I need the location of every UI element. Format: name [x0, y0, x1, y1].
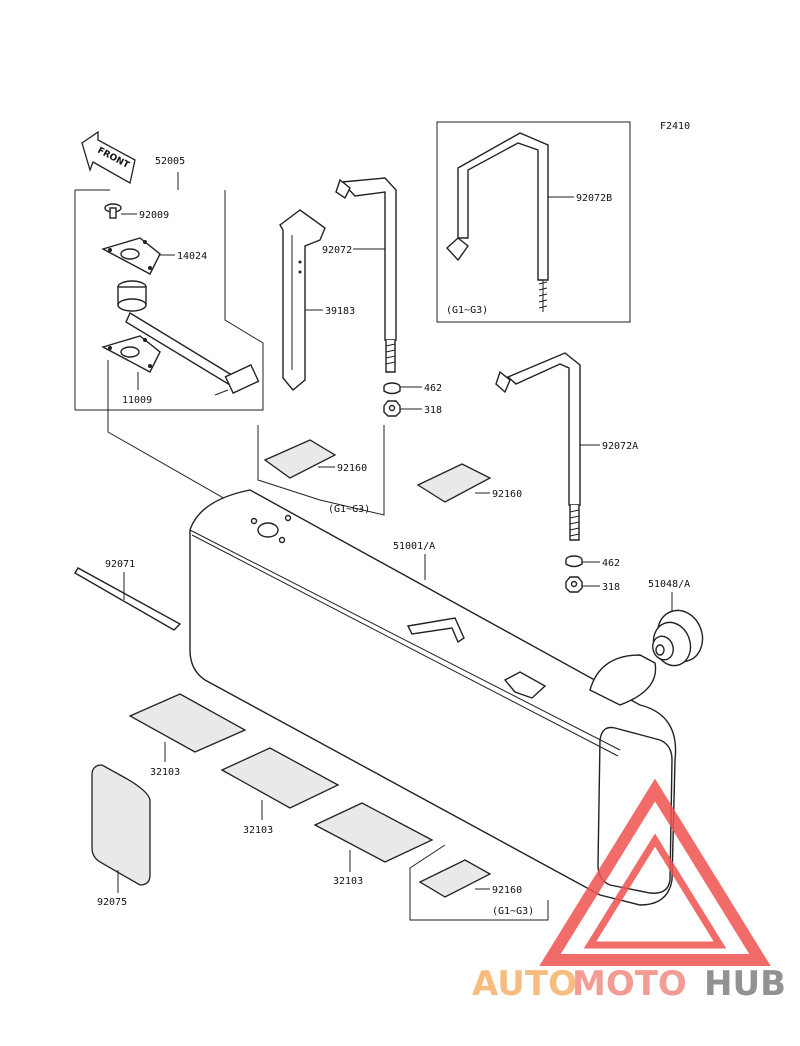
bracket-39183 — [279, 209, 326, 391]
note-g1g3-lower: (G1~G3) — [492, 906, 534, 917]
label-32103-a: 32103 — [150, 767, 180, 778]
pad-92160-middle — [416, 463, 492, 503]
label-92072B: 92072B — [576, 193, 612, 204]
strap-92072A — [495, 352, 581, 541]
label-51001: 51001/A — [393, 541, 435, 552]
note-g1g3-upper: (G1~G3) — [328, 504, 370, 515]
pad-32103-a — [128, 693, 247, 753]
label-92072: 92072 — [322, 245, 352, 256]
label-92009: 92009 — [139, 210, 169, 221]
label-32103-c: 32103 — [333, 876, 363, 887]
watermark-auto: AUTO — [472, 964, 577, 1004]
strap-92072B-box: 92072B (G1~G3) — [436, 121, 631, 323]
label-92160-middle: 92160 — [492, 489, 522, 500]
label-462-lower: 462 — [602, 558, 620, 569]
fuel-sender-unit — [117, 280, 260, 396]
label-92160-lower: 92160 — [492, 885, 522, 896]
nut-318-upper — [383, 400, 401, 417]
gasket-11009 — [101, 335, 161, 373]
pad-92160-lower — [418, 859, 492, 898]
strap-92072 — [335, 177, 397, 373]
label-32103-b: 32103 — [243, 825, 273, 836]
label-92075: 92075 — [97, 897, 127, 908]
strip-92071 — [74, 567, 182, 631]
front-arrow-icon: FRONT — [81, 130, 136, 185]
filler-cap-51048 — [652, 609, 704, 667]
nut-318-lower — [565, 576, 583, 593]
label-92072A: 92072A — [602, 441, 638, 452]
fuel-tank-51001 — [189, 489, 677, 906]
label-51048: 51048/A — [648, 579, 690, 590]
washer-462-lower — [565, 555, 583, 568]
fuel-gauge-group: 52005 92009 14024 — [74, 156, 264, 517]
automotohub-watermark: AUTO MOTO HUB — [472, 778, 786, 1004]
label-52005: 52005 — [155, 156, 185, 167]
pad-32103-c — [313, 802, 434, 863]
watermark-moto: MOTO — [572, 964, 687, 1004]
label-14024: 14024 — [177, 251, 207, 262]
note-g1g3-box: (G1~G3) — [446, 305, 488, 316]
watermark-hub: HUB — [704, 964, 786, 1004]
label-39183: 39183 — [325, 306, 355, 317]
label-318-lower: 318 — [602, 582, 620, 593]
pad-32103-b — [220, 747, 340, 809]
label-318-upper: 318 — [424, 405, 442, 416]
bolt-92009 — [104, 203, 122, 219]
pad-92075 — [91, 764, 151, 886]
washer-462-upper — [383, 382, 401, 395]
label-92071: 92071 — [105, 559, 135, 570]
label-92160-upper: 92160 — [337, 463, 367, 474]
label-462-upper: 462 — [424, 383, 442, 394]
label-11009: 11009 — [122, 395, 152, 406]
pad-92160-upper — [263, 439, 337, 479]
figure-code: F2410 — [660, 121, 690, 132]
gasket-14024 — [101, 237, 161, 275]
